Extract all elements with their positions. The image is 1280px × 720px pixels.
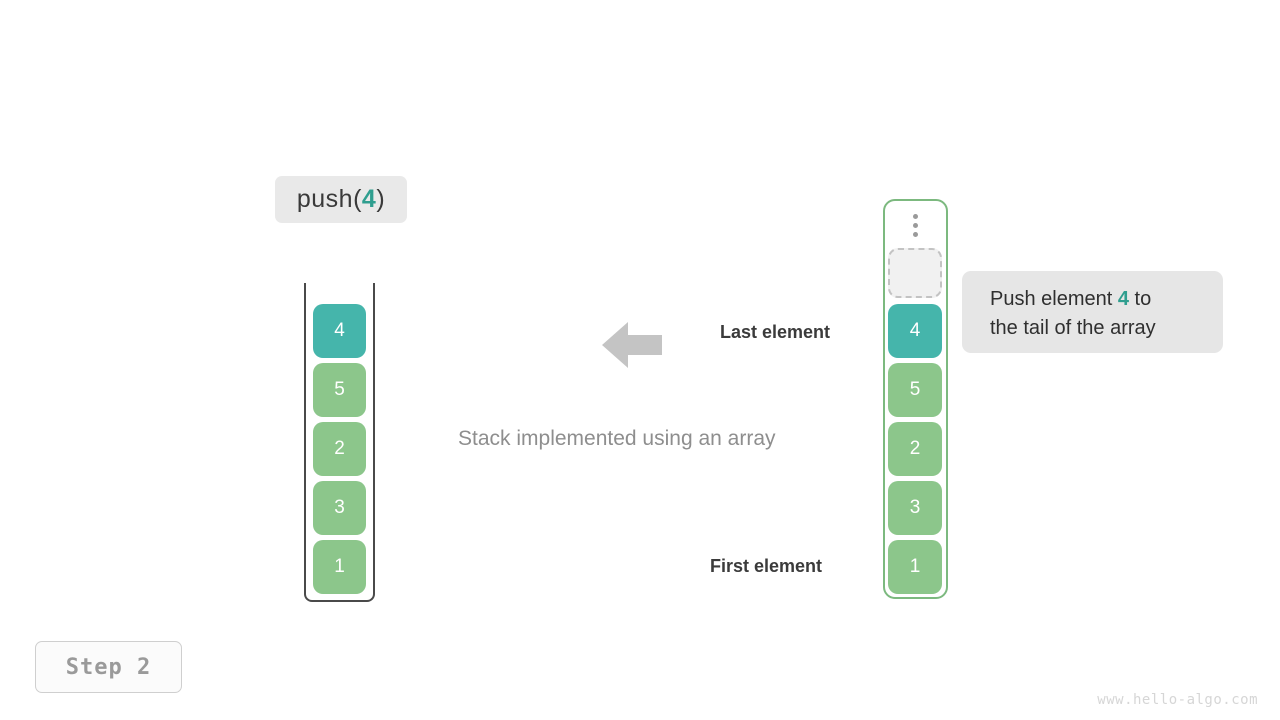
ellipsis-dot — [913, 231, 918, 237]
tooltip-line1-prefix: Push element — [990, 288, 1118, 310]
tooltip-line1-suffix: to — [1128, 288, 1152, 310]
array-cell: 1 — [888, 540, 942, 594]
push-operation-value: 4 — [361, 185, 377, 213]
push-operation-suffix: ) — [376, 185, 386, 213]
first-element-label: First element — [710, 556, 823, 576]
push-operation-label: push(4) — [275, 176, 407, 223]
array-empty-slot — [888, 248, 942, 298]
array-cell: 3 — [888, 481, 942, 535]
tooltip-line2: the tail of the array — [990, 317, 1156, 339]
array-cell-list: 4 5 2 3 1 — [888, 304, 942, 594]
watermark: www.hello-algo.com — [1097, 692, 1258, 708]
step-badge: Step 2 — [35, 641, 182, 693]
stack-cell: 4 — [313, 304, 366, 358]
stack-cell: 5 — [313, 363, 366, 417]
ellipsis-dot — [913, 213, 918, 219]
array-container — [883, 199, 948, 599]
last-element-label: Last element — [720, 322, 831, 342]
stack-container — [304, 283, 375, 602]
stack-cell: 1 — [313, 540, 366, 594]
push-description-tooltip: Push element 4 to the tail of the array — [962, 271, 1223, 353]
arrow-left-icon — [602, 322, 662, 368]
stack-cell: 3 — [313, 481, 366, 535]
array-cell: 2 — [888, 422, 942, 476]
array-cell: 4 — [888, 304, 942, 358]
vertical-ellipsis-icon — [883, 208, 948, 242]
tooltip-line1-value: 4 — [1117, 288, 1129, 310]
ellipsis-dot — [913, 222, 918, 228]
push-operation-prefix: push( — [296, 185, 362, 213]
diagram-caption: Stack implemented using an array — [458, 427, 776, 450]
stack-cell: 2 — [313, 422, 366, 476]
stack-cell-list: 4 5 2 3 1 — [313, 304, 366, 594]
array-cell: 5 — [888, 363, 942, 417]
